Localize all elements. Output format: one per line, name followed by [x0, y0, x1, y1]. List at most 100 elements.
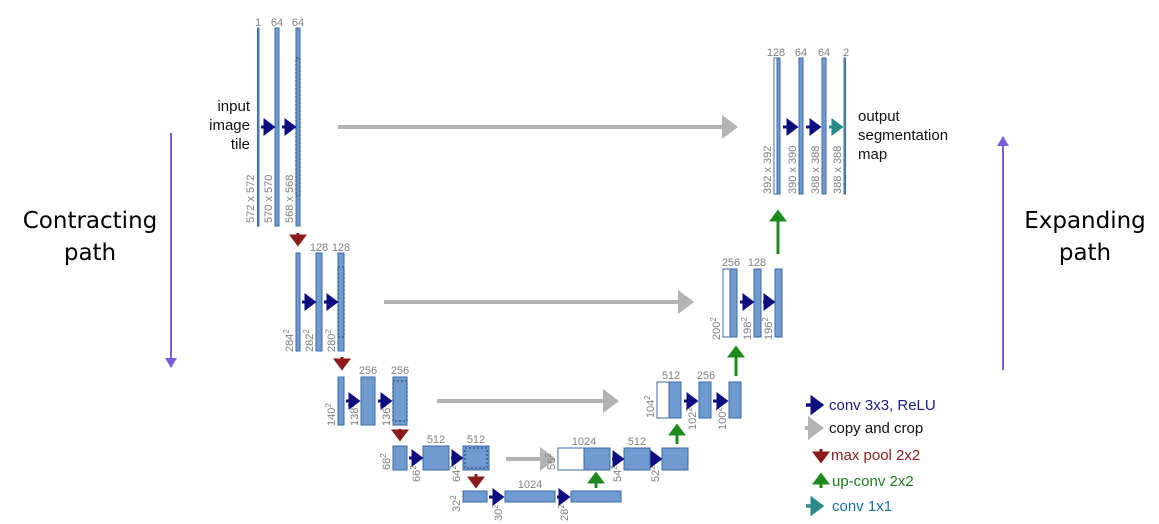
dim-label: 1982 [740, 317, 754, 340]
dim-label: 1402 [324, 403, 338, 426]
channel-label: 512 [427, 434, 445, 446]
crop-region-l1 [295, 57, 301, 197]
crop-region-l3 [392, 380, 408, 422]
dim-label: 1022 [685, 407, 699, 430]
contracting-path-label: Contracting path [23, 208, 158, 266]
legend-label-conv1x1: conv 1x1 [832, 498, 892, 515]
dim-label: 662 [409, 465, 423, 482]
feature-map-l4-conv2 [462, 445, 490, 471]
feature-map-bottom-conv1 [504, 490, 556, 503]
dim-label: 302 [491, 504, 505, 521]
channel-label: 1024 [518, 479, 542, 491]
feature-map-l1-input [257, 27, 260, 227]
channel-label: 256 [359, 365, 377, 377]
dim-label: 1382 [347, 403, 361, 426]
svg-text:output: output [858, 108, 901, 125]
decoder-level-4: 1024 512 562 542 522 [544, 436, 689, 482]
dim-label: 2802 [324, 329, 338, 352]
channel-label: 128 [310, 242, 328, 254]
channel-label: 512 [628, 436, 646, 448]
dim-label: 562 [544, 453, 558, 470]
output-segmentation-map-label: output segmentation map [858, 108, 948, 163]
feature-map-l2-pool [295, 252, 301, 352]
channel-label: 2 [843, 47, 849, 59]
channel-label: 256 [722, 257, 740, 269]
svg-text:Expanding: Expanding [1024, 208, 1146, 234]
encoder-level-2: 128 128 2842 2822 2802 [282, 242, 350, 352]
feature-map-l3-pool [337, 376, 345, 426]
copied-feature-map-d3 [656, 381, 670, 419]
dim-label: 542 [610, 465, 624, 482]
svg-text:input: input [217, 98, 250, 115]
feature-map-l3-conv1 [360, 376, 376, 426]
decoder-level-3: 512 256 1042 1022 1002 [643, 370, 742, 430]
dim-label: 568 x 568 [284, 175, 296, 223]
output-map [843, 57, 846, 195]
dim-label: 1362 [379, 403, 393, 426]
svg-text:tile: tile [231, 136, 250, 153]
feature-map-bottom-pool [462, 490, 488, 503]
channel-label: 128 [748, 257, 766, 269]
bottleneck: 1024 322 302 282 [449, 479, 622, 521]
feature-map-d1-conv1 [798, 57, 804, 195]
copied-feature-map-d4 [557, 447, 585, 471]
dim-label: 1002 [715, 407, 729, 430]
dim-label: 392 x 392 [762, 146, 774, 194]
legend-label-conv: conv 3x3, ReLU [829, 397, 936, 414]
decoder-level-1: 128 64 64 2 392 x 392 390 x 390 388 x 38… [762, 47, 849, 195]
dim-label: 1042 [643, 395, 657, 418]
dim-label: 682 [379, 453, 393, 470]
dim-label: 2822 [302, 329, 316, 352]
channel-label: 1 [255, 17, 261, 29]
channel-label: 512 [467, 434, 485, 446]
expanding-path-label: Expanding path [1024, 208, 1146, 266]
encoder-level-1: 1 64 64 572 x 572 570 x 570 568 x 568 [245, 17, 304, 227]
svg-text:image: image [209, 117, 250, 134]
channel-label: 64 [271, 17, 283, 29]
feature-map-l2-conv1 [315, 252, 323, 352]
legend: conv 3x3, ReLU copy and crop max pool 2x… [805, 394, 936, 517]
crop-region-l4 [464, 447, 488, 469]
dim-label: 322 [449, 495, 463, 512]
svg-text:map: map [858, 146, 887, 163]
feature-map-l4-pool [392, 445, 408, 471]
dim-label: 390 x 390 [787, 146, 799, 194]
channel-label: 64 [795, 47, 807, 59]
feature-map-d3-conv1 [698, 381, 712, 419]
input-image-tile-label: input image tile [209, 98, 251, 153]
encoder-level-3: 256 256 1402 1382 1362 [324, 365, 409, 426]
svg-text:path: path [64, 240, 116, 266]
channel-label: 64 [818, 47, 830, 59]
channel-label: 1024 [572, 436, 596, 448]
legend-label-pool: max pool 2x2 [831, 447, 920, 464]
feature-map-d4-conv2 [661, 447, 689, 471]
feature-map-l3-conv2 [392, 376, 408, 426]
dim-label: 572 x 572 [245, 175, 257, 223]
feature-map-bottom-conv2 [570, 490, 622, 503]
legend-label-upconv: up-conv 2x2 [832, 473, 914, 490]
channel-label: 64 [292, 17, 304, 29]
dim-label: 522 [648, 465, 662, 482]
dim-label: 2842 [282, 329, 296, 352]
dim-label: 388 x 388 [810, 146, 822, 194]
dim-label: 570 x 570 [263, 175, 275, 223]
upconv-feature-map-d2 [729, 268, 738, 338]
upconv-feature-map-d4 [583, 447, 611, 471]
svg-text:segmentation: segmentation [858, 127, 948, 144]
feature-map-d4-conv1 [623, 447, 651, 471]
feature-map-d3-conv2 [728, 381, 742, 419]
dim-label: 642 [449, 465, 463, 482]
channel-label: 256 [391, 365, 409, 377]
feature-map-d2-conv1 [753, 268, 762, 338]
legend-label-copy: copy and crop [829, 420, 923, 437]
channel-label: 256 [697, 370, 715, 382]
feature-map-d2-conv2 [774, 268, 783, 338]
channel-label: 512 [662, 370, 680, 382]
dim-label: 282 [557, 504, 571, 521]
dim-label: 388 x 388 [832, 146, 844, 194]
feature-map-d1-conv2 [821, 57, 827, 195]
decoder-level-2: 256 128 2002 1982 1962 [709, 257, 783, 340]
upconv-feature-map-d1 [776, 57, 781, 195]
feature-map-l2-conv2 [337, 252, 345, 352]
